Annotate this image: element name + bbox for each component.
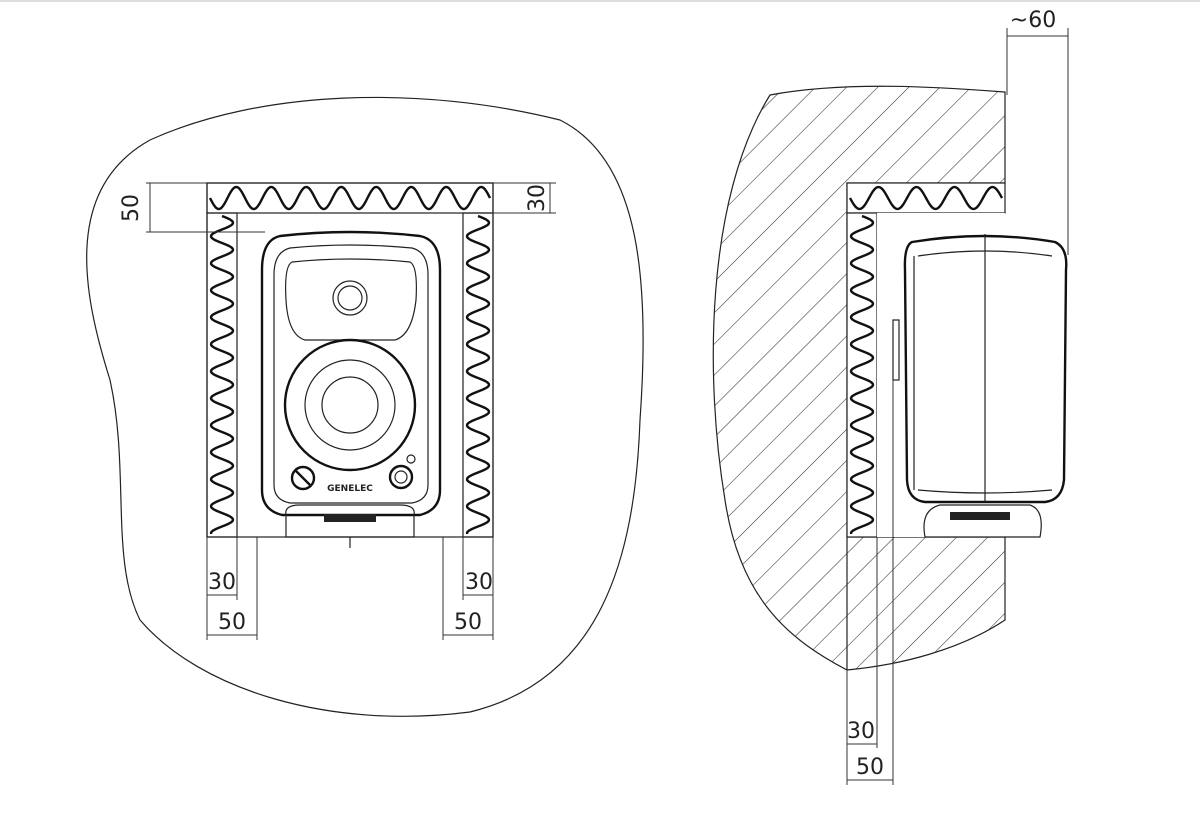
side-view: ~60 30 50: [712, 8, 1069, 785]
brand-logo: GENELEC: [327, 484, 373, 494]
foam-top: [208, 185, 492, 211]
speaker-side: [892, 234, 1068, 538]
svg-text:30: 30: [208, 570, 236, 595]
dimension-bottom-left: 30 50: [206, 537, 258, 640]
foam-left: [209, 214, 235, 535]
wall-outline: [86, 96, 644, 717]
dimension-top-foam: 30: [493, 182, 556, 214]
svg-text:50: 50: [119, 194, 144, 222]
svg-text:50: 50: [218, 610, 246, 635]
speaker-front: GENELEC: [260, 230, 442, 548]
front-view: GENELEC 50 30 30 50 30 50: [86, 96, 644, 717]
foam-back-side: [849, 214, 875, 535]
svg-text:30: 30: [847, 719, 875, 744]
foam-right: [465, 214, 491, 535]
svg-text:30: 30: [525, 184, 550, 212]
svg-text:30: 30: [465, 570, 493, 595]
svg-text:50: 50: [454, 610, 482, 635]
svg-text:~60: ~60: [1010, 8, 1056, 33]
dimension-protrusion: ~60: [1006, 8, 1069, 255]
dimension-bottom-right: 30 50: [442, 537, 494, 640]
foam-top-side: [848, 185, 1004, 211]
dimension-back: 30 50: [846, 380, 894, 785]
dimension-top-gap: 50: [119, 182, 265, 233]
svg-text:50: 50: [856, 755, 884, 780]
